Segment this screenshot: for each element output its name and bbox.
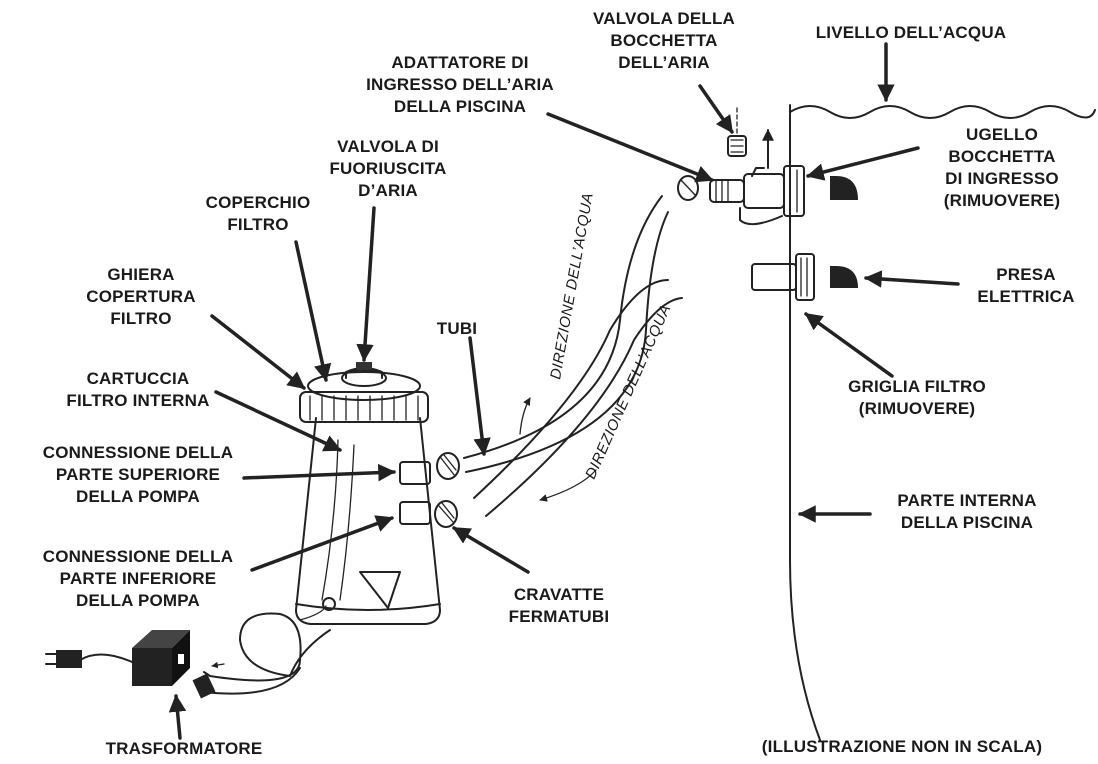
strainer-fitting [751,253,858,301]
pump-hose-clamps [434,452,460,528]
inlet-fitting-assembly [677,107,858,226]
label-water-level: LIVELLO DELL’ACQUA [815,23,1007,42]
label-strainer-grid: GRIGLIA FILTRO(RIMUOVERE) [848,377,986,418]
leader-arrows [168,42,960,740]
label-hoses: TUBI [436,319,478,338]
water-direction-upper: DIREZIONE DELL’ACQUA [547,191,597,380]
hoses [463,195,683,517]
flow-arrow-down [539,469,597,502]
transformer-unit [45,605,331,699]
water-direction-lower: DIREZIONE DELL’ACQUA [582,302,674,482]
filter-pump [295,362,441,625]
flow-arrow-up [519,397,531,435]
label-not-to-scale: (ILLUSTRAZIONE NON IN SCALA) [761,737,1043,756]
pool-wall [789,104,1096,741]
label-transformer: TRASFORMATORE [105,739,263,758]
